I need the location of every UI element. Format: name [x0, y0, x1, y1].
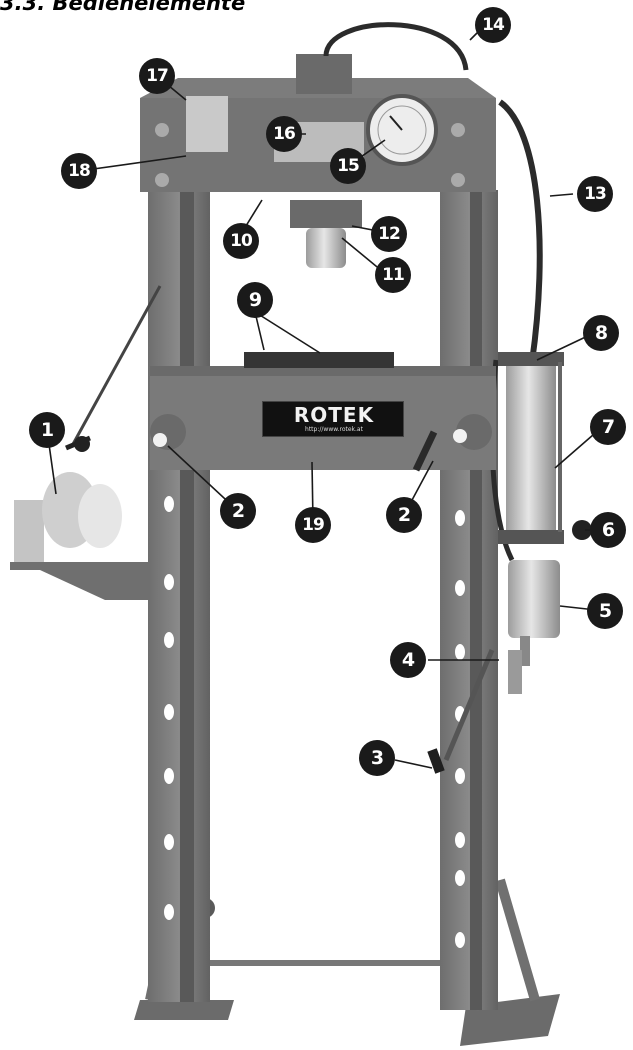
callout-4: 4 [390, 642, 426, 678]
section-heading: 3.3. Bedienelemente [0, 0, 246, 15]
brand-plate: ROTEK http://www.rotek.at [262, 401, 404, 437]
pneumatic-pump [498, 352, 592, 694]
callout-10: 10 [223, 223, 259, 259]
brand-logo: ROTEK [293, 403, 375, 427]
callout-13: 13 [577, 176, 613, 212]
callout-14: 14 [475, 7, 511, 43]
callout-7: 7 [590, 409, 626, 445]
callout-17: 17 [139, 58, 175, 94]
callout-12: 12 [371, 216, 407, 252]
press-columns [148, 190, 498, 1010]
callout-1: 1 [29, 412, 65, 448]
callout-9: 9 [237, 282, 273, 318]
callout-19: 19 [295, 507, 331, 543]
brand-url: http://www.rotek.at [305, 426, 363, 433]
callout-11: 11 [375, 257, 411, 293]
callout-8: 8 [583, 315, 619, 351]
callout-2-right: 2 [386, 497, 422, 533]
handles [412, 430, 495, 774]
column-holes [164, 496, 465, 948]
callout-18: 18 [61, 153, 97, 189]
lower-beam [150, 352, 496, 470]
callout-2-left: 2 [220, 493, 256, 529]
callout-3: 3 [359, 740, 395, 776]
callout-15: 15 [330, 148, 366, 184]
callout-5: 5 [587, 593, 623, 629]
callout-6: 6 [590, 512, 626, 548]
callout-16: 16 [266, 116, 302, 152]
winch [10, 285, 162, 600]
